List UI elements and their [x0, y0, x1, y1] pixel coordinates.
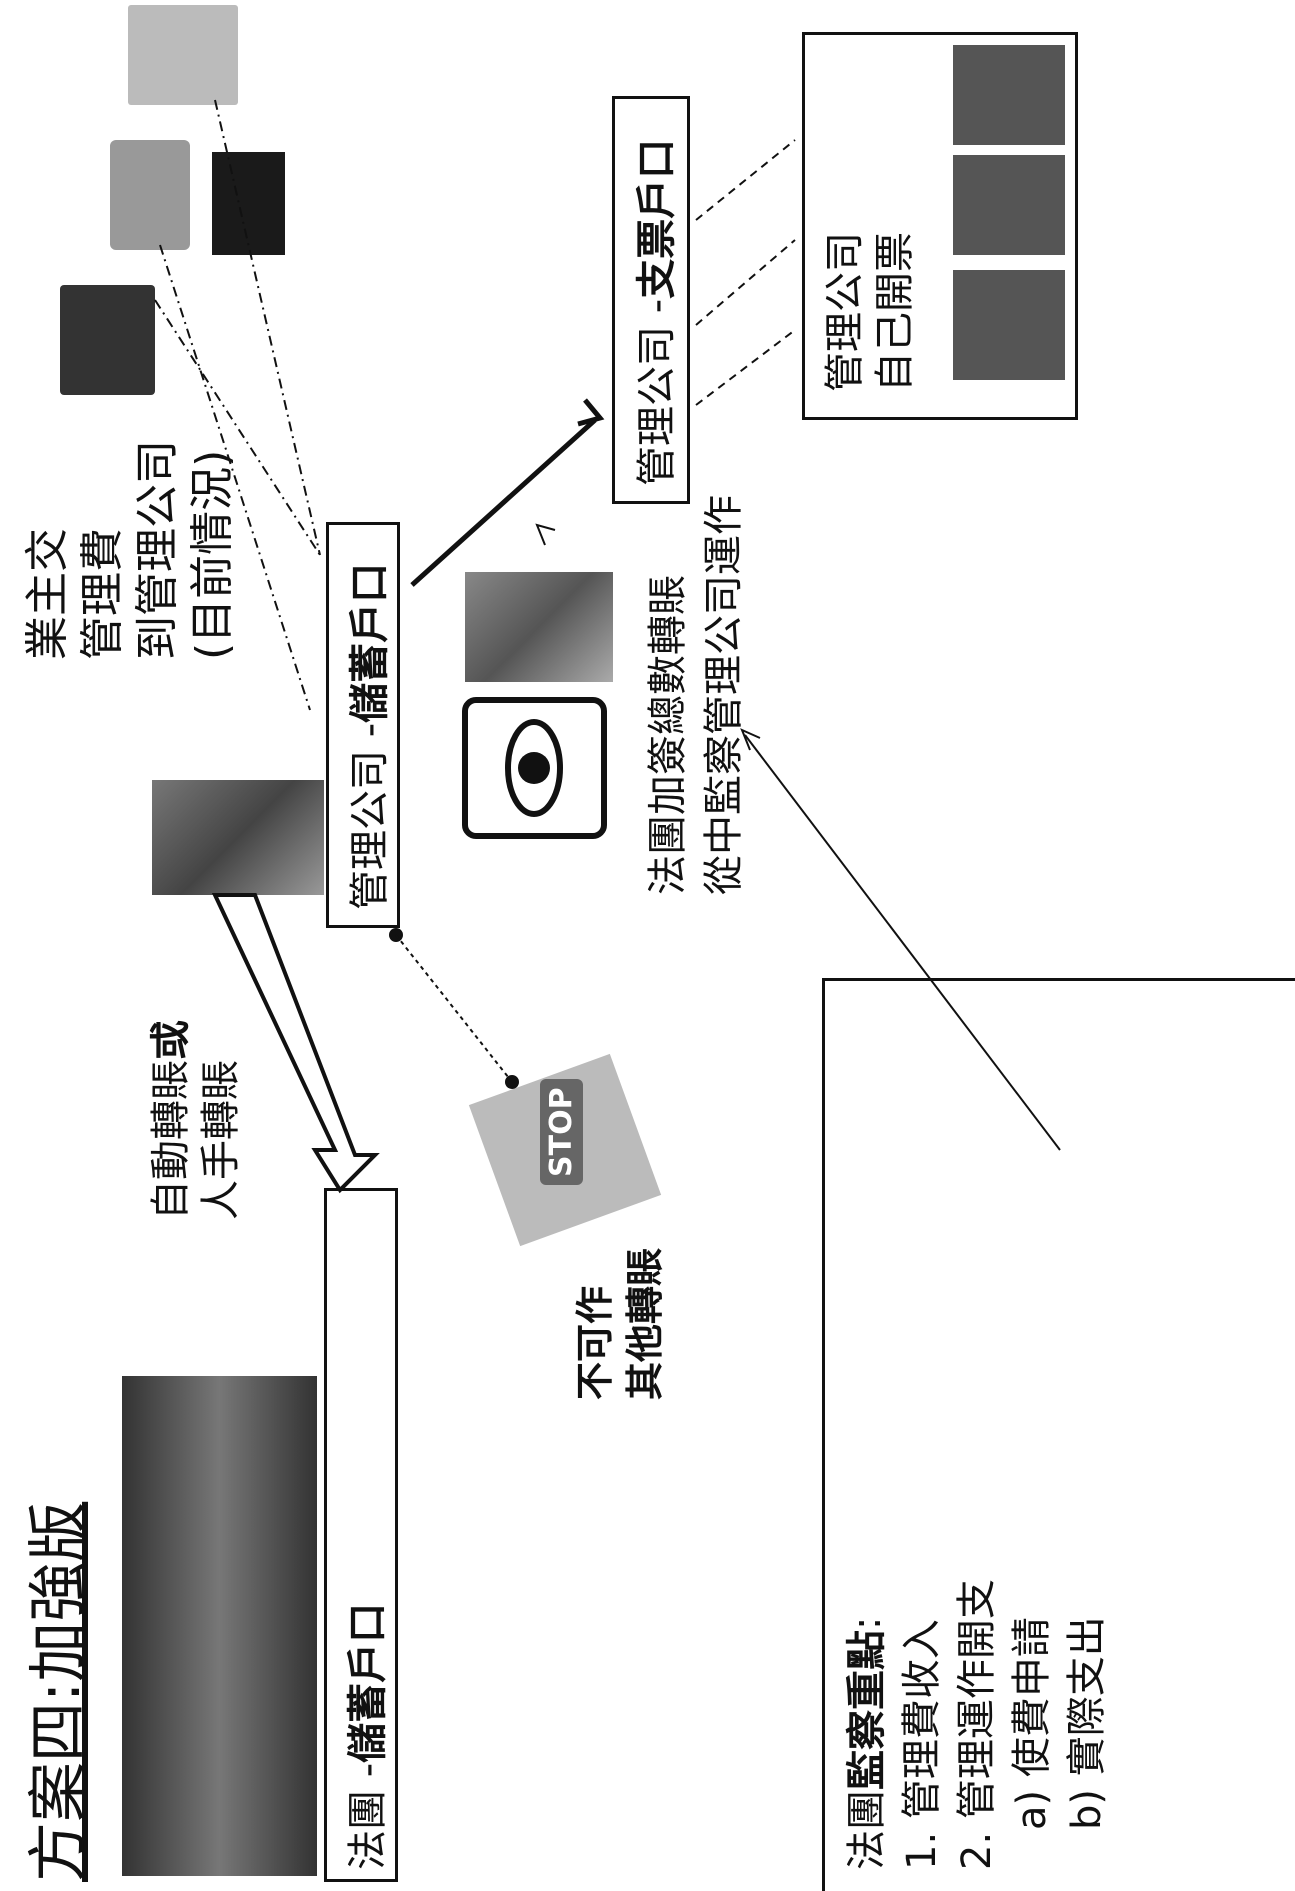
stop-line-dot	[505, 1075, 519, 1089]
hollow-arrow	[211, 893, 380, 1194]
dashed-arrow	[695, 139, 796, 221]
dashdot-arrow	[159, 244, 311, 711]
eye-icon	[462, 697, 607, 839]
small-arrow	[535, 523, 556, 546]
mc-cheque-account-box	[612, 96, 690, 504]
dotted-line	[395, 934, 513, 1083]
cheque-image	[953, 155, 1065, 255]
dashdot-arrow	[214, 99, 321, 556]
thin-arrow-head	[740, 728, 761, 751]
eye-icon-svg	[505, 719, 563, 817]
cheque-image	[953, 45, 1065, 145]
thick-arrow	[410, 418, 597, 587]
handshake-image	[465, 572, 613, 682]
atm-image	[212, 152, 285, 255]
cheque-image	[953, 270, 1065, 380]
mc-savings-account-box	[326, 522, 400, 928]
building-image	[128, 5, 238, 105]
monitor-points-box	[822, 978, 1295, 1891]
lc-savings-account-box	[324, 1188, 398, 1882]
pipe-image	[152, 780, 324, 895]
thick-arrow-head	[577, 398, 605, 427]
thin-arrow	[744, 734, 1061, 1151]
money-image	[110, 140, 190, 250]
wallet-image	[60, 285, 155, 395]
dashed-arrow	[695, 239, 796, 326]
dashdot-arrow	[154, 299, 321, 556]
tunnel-image	[122, 1376, 317, 1876]
dashed-arrow	[695, 329, 796, 406]
